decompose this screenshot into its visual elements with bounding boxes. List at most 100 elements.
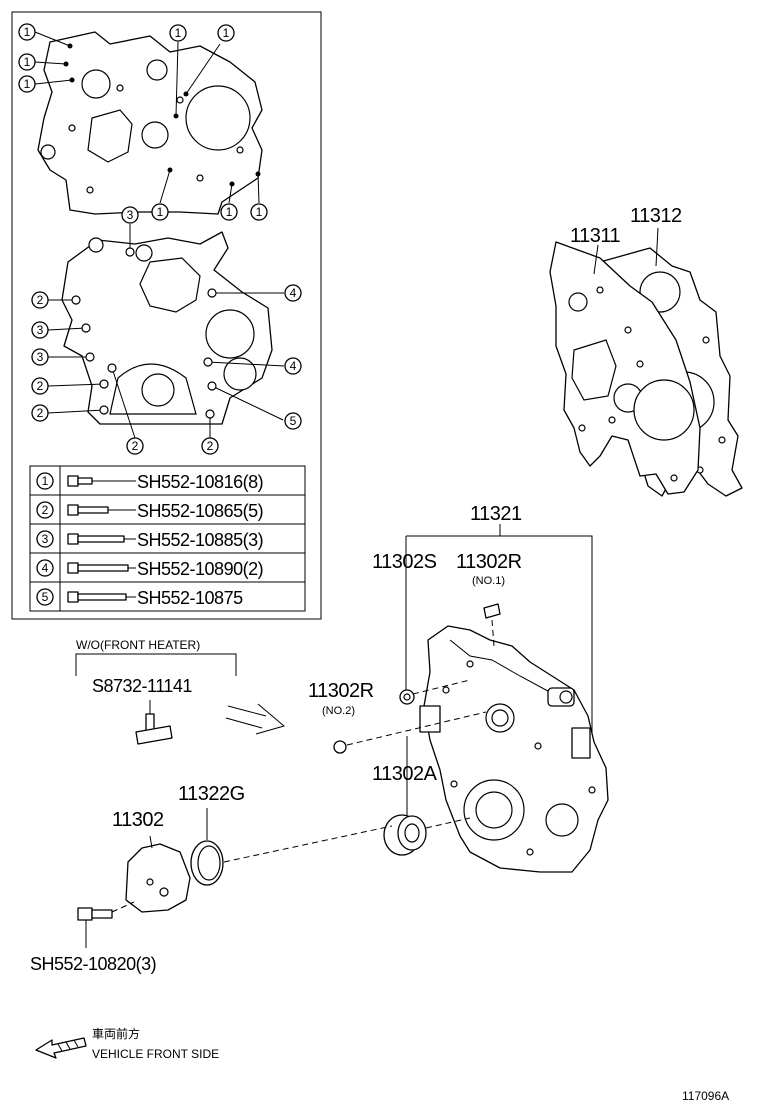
inset-frame (11, 11, 322, 620)
bolt-part-number: SH552-10875 (137, 588, 243, 608)
callout-4: 4 (284, 284, 302, 302)
bolt-part-number: SH552-10885(3) (137, 530, 263, 550)
callout-3: 3 (31, 321, 49, 339)
row-key-circle (36, 559, 54, 577)
bolt-table-row: 4 SH552-10890(2) (36, 559, 264, 579)
label-s8732-11141: S8732-11141 (92, 676, 192, 696)
callout-1: 1 (151, 203, 169, 221)
callout-3: 3 (31, 348, 49, 366)
timing-cover-11321 (419, 625, 609, 873)
callout-1: 1 (220, 203, 238, 221)
svg-text:3: 3 (37, 323, 44, 337)
bolt-icon (67, 562, 79, 574)
svg-text:4: 4 (290, 359, 297, 373)
seal-11302R-no1 (483, 603, 501, 619)
row-key-circle (36, 588, 54, 606)
callout-2: 2 (31, 377, 49, 395)
bolt-table-row: 3 SH552-10885(3) (36, 530, 264, 550)
svg-text:2: 2 (37, 293, 44, 307)
inset-gasket-hole (141, 121, 169, 149)
row-key: 3 (42, 532, 49, 546)
callout-3: 3 (121, 206, 139, 224)
bolt-table (29, 465, 306, 612)
svg-text:2: 2 (207, 439, 214, 453)
bolt-part-number: SH552-10865(5) (137, 501, 263, 521)
label-11321: 11321 (470, 503, 522, 525)
label-11311: 11311 (570, 225, 621, 247)
bolt-part-number: SH552-10816(8) (137, 472, 263, 492)
bolt-icon (67, 475, 79, 487)
callout-2: 2 (126, 437, 144, 455)
vehicle-front-label-jp: 車両前方 (92, 1026, 140, 1041)
svg-text:5: 5 (290, 414, 297, 428)
row-key-circle (36, 530, 54, 548)
svg-text:1: 1 (175, 26, 182, 40)
callout-1: 1 (169, 24, 187, 42)
callout-1: 1 (217, 24, 235, 42)
bolt-icon (67, 504, 79, 516)
row-key: 2 (42, 503, 49, 517)
inset-cover-bore (223, 357, 257, 391)
seal-11302S (399, 689, 415, 705)
callout-2: 2 (31, 404, 49, 422)
callout-1: 1 (18, 75, 36, 93)
svg-text:4: 4 (290, 286, 297, 300)
svg-text:2: 2 (37, 406, 44, 420)
label-wo-front-heater: W/O(FRONT HEATER) (76, 638, 200, 652)
label-11302R-1: 11302R (456, 551, 522, 573)
svg-text:1: 1 (24, 55, 31, 69)
o-ring-11322G (190, 840, 224, 886)
svg-text:1: 1 (24, 77, 31, 91)
label-11302R-2: 11302R (308, 680, 374, 702)
inset-gasket-hole (146, 59, 168, 81)
callout-1: 1 (250, 203, 268, 221)
inset-leader-lines (34, 31, 285, 439)
callout-1: 1 (18, 23, 36, 41)
inset-gasket-bore (185, 85, 251, 151)
inset-gasket-hole (81, 69, 111, 99)
svg-text:2: 2 (132, 439, 139, 453)
inset-callouts: 1 1 1 1 1 1 1 1 3 2 3 3 2 2 4 4 5 2 2 (18, 23, 302, 455)
svg-text:1: 1 (226, 205, 233, 219)
row-key: 1 (42, 474, 49, 488)
inset-cover-seal (141, 373, 175, 407)
inset-cover-boss (135, 244, 153, 262)
label-11322G: 11322G (178, 783, 245, 805)
bolt-icon (67, 533, 79, 545)
bolt-part-number: SH552-10890(2) (137, 559, 263, 579)
svg-text:3: 3 (127, 208, 134, 222)
seal-11302R-no2 (333, 740, 347, 754)
bolt-icon (67, 591, 79, 603)
label-11302S: 11302S (372, 551, 437, 573)
label-11302: 11302 (112, 809, 164, 831)
row-key: 4 (42, 561, 49, 575)
bolt-sh552-10820 (77, 907, 113, 921)
inset-cover-bore (205, 309, 255, 359)
svg-text:1: 1 (24, 25, 31, 39)
oil-seal-11302A (383, 814, 427, 856)
svg-text:1: 1 (157, 205, 164, 219)
bolt-table-row: 2 SH552-10865(5) (36, 501, 264, 521)
callout-2: 2 (201, 437, 219, 455)
callout-1: 1 (18, 53, 36, 71)
inset-cover-boss (88, 237, 104, 253)
gasket-11311 (549, 241, 701, 495)
inset-bolt-dots (63, 43, 261, 419)
vehicle-front-arrow-icon (35, 1037, 87, 1059)
row-key-circle (36, 472, 54, 490)
housing-11302 (125, 843, 191, 913)
label-no1: (NO.1) (472, 575, 505, 587)
callout-2: 2 (31, 291, 49, 309)
plug-s8732-11141 (135, 713, 173, 745)
row-key: 5 (42, 590, 49, 604)
inset-gasket-hole (40, 144, 56, 160)
bolt-table-row: 1 SH552-10816(8) (36, 472, 264, 492)
inset-gasket-cutout (87, 109, 133, 163)
svg-text:2: 2 (37, 379, 44, 393)
svg-text:1: 1 (223, 26, 230, 40)
bolt-table-row: 5 SH552-10875 (36, 588, 244, 608)
label-11302A: 11302A (372, 763, 438, 785)
